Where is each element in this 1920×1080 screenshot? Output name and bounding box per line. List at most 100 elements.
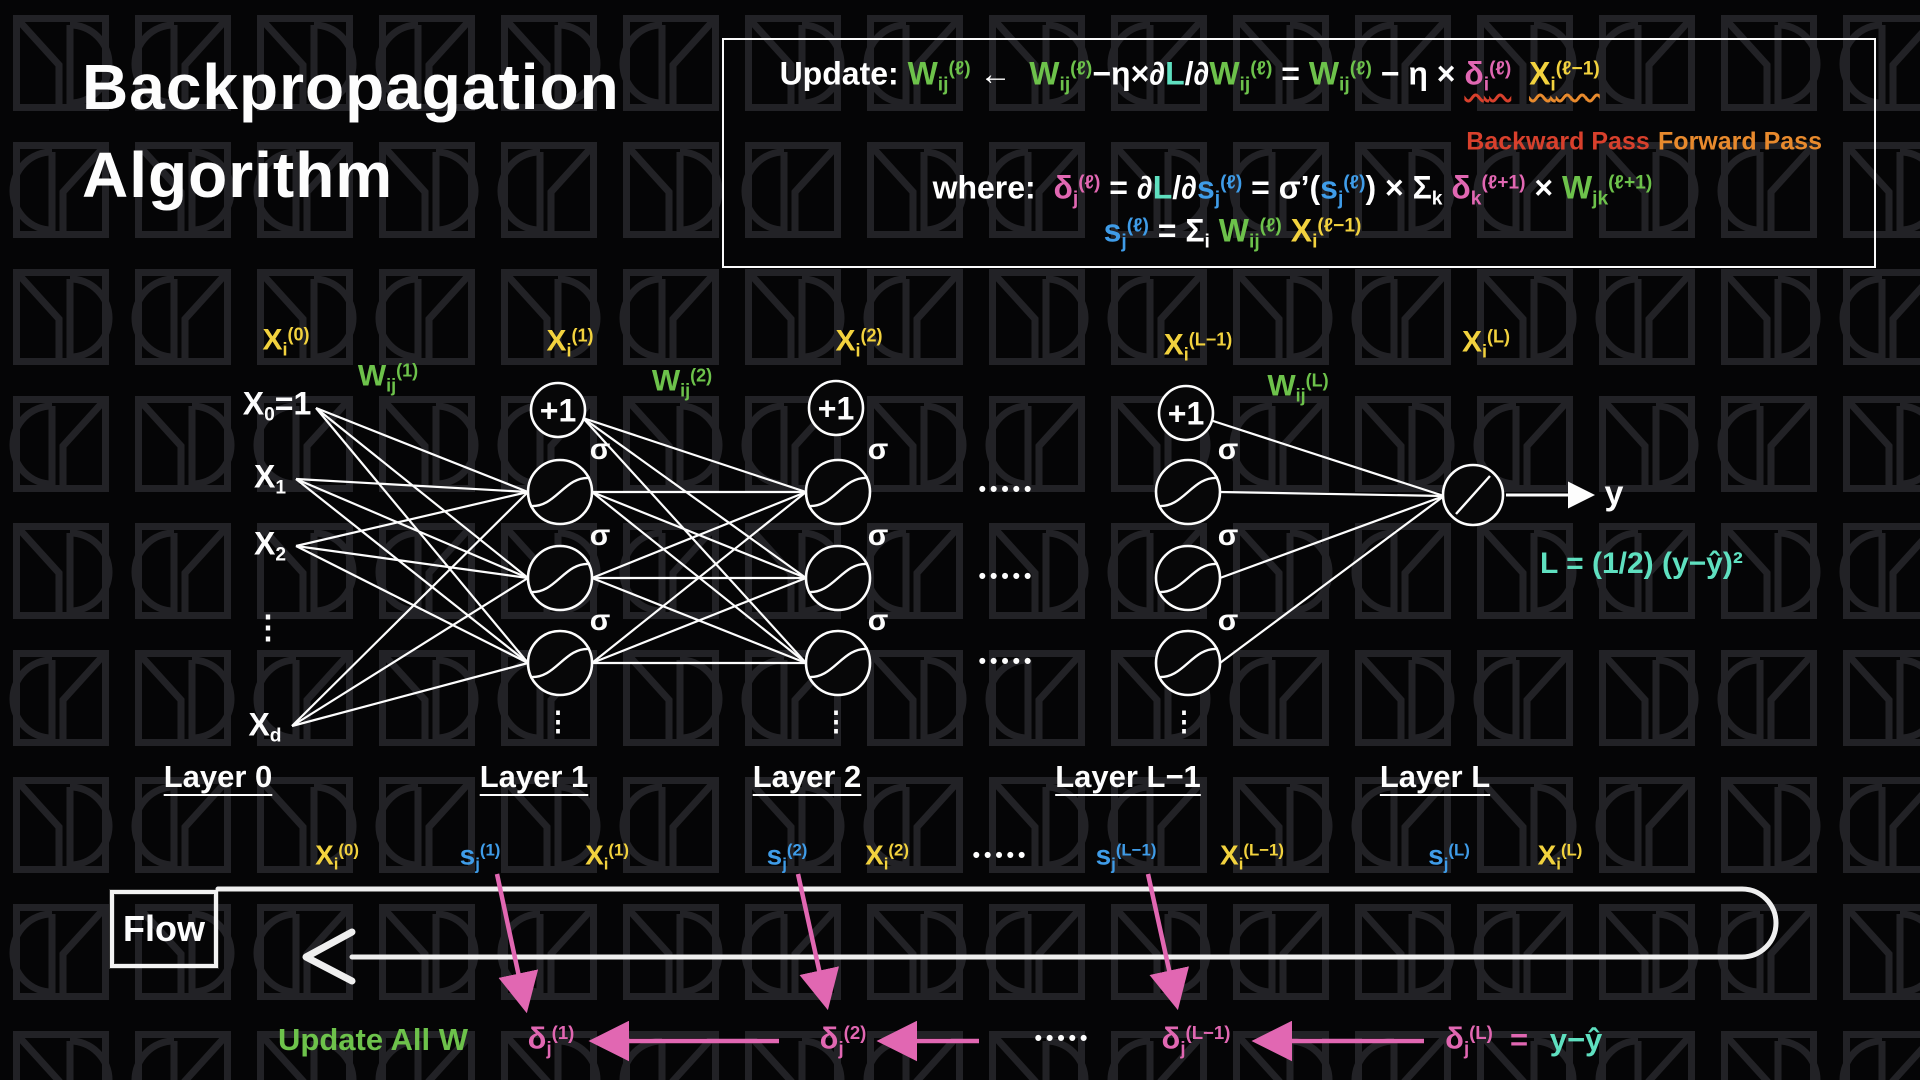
bias-node-label: +1	[1167, 395, 1205, 432]
math-token-x-underlined: Xi(ℓ−1)	[1529, 55, 1600, 96]
sigma-label: σ	[589, 519, 611, 552]
math-token: Xi(ℓ−1)	[1290, 212, 1362, 253]
weight-label-w2: Wij(2)	[651, 364, 713, 401]
activation-label-layerL1: Xi(L−1)	[1163, 328, 1233, 365]
hidden-layers-ellipsis: •••••	[978, 565, 1036, 588]
column-vdots: ⋮	[822, 706, 852, 737]
flow-box: Flow	[110, 890, 218, 968]
math-token: ) × Σk	[1365, 169, 1443, 210]
math-token: Update:	[779, 55, 908, 92]
math-token: where:	[932, 169, 1054, 206]
output-node	[1441, 463, 1595, 527]
flow-x0-label: Xi(0)	[315, 839, 359, 874]
input-xd: Xd	[248, 706, 282, 747]
column-vdots: ⋮	[1170, 706, 1200, 737]
flow-sL1-label: sj(L−1)	[1095, 839, 1157, 874]
layer-label-L: Layer L	[1379, 759, 1491, 794]
math-token: sj(ℓ)	[1103, 212, 1149, 253]
math-token: sj(ℓ)	[1320, 169, 1366, 210]
weight-label-w1: Wij(1)	[357, 359, 419, 396]
delta1-label: δj(1)	[527, 1020, 575, 1059]
math-token: − η ×	[1371, 55, 1465, 92]
deltaL1-label: δj(L−1)	[1161, 1020, 1231, 1059]
update-all-w-label: Update All W	[277, 1022, 469, 1057]
flow-xL-label: Xi(L)	[1537, 839, 1583, 874]
s-definition-formula: sj(ℓ) = Σi Wij(ℓ) Xi(ℓ−1)	[1068, 175, 1362, 290]
layer-label-1: Layer 1	[479, 759, 589, 794]
activation-label-layer2: Xi(2)	[835, 324, 883, 361]
activation-label-layerL: Xi(L)	[1461, 325, 1511, 362]
math-token: Wij(ℓ)	[1308, 55, 1372, 96]
input-x2: X2	[253, 525, 287, 566]
flow-sL-label: sj(L)	[1428, 839, 1470, 874]
flow-return-arrowhead	[302, 928, 356, 985]
flow-s2-label: sj(2)	[766, 839, 808, 874]
math-token-delta-underlined: δi(ℓ)	[1464, 55, 1512, 96]
hidden-layers-ellipsis: •••••	[978, 650, 1036, 673]
backprop-arrows	[494, 873, 1424, 1062]
column-vdots: ⋮	[544, 706, 574, 737]
input-x1: X1	[253, 458, 287, 499]
math-token: /∂	[1184, 55, 1210, 92]
hidden-layers-ellipsis: •••••	[978, 478, 1036, 501]
math-token: sj(ℓ)	[1196, 169, 1243, 210]
backward-pass-label: Backward Pass	[1466, 127, 1650, 156]
sigma-label: σ	[589, 433, 611, 466]
bias-nodes	[529, 379, 1215, 442]
math-token: Wij(ℓ)	[907, 55, 971, 96]
math-token: ←	[970, 55, 1030, 92]
sigma-label: σ	[867, 433, 889, 466]
loss-function-label: L = (1/2) (y−ŷ)²	[1540, 547, 1743, 580]
math-token	[1210, 212, 1219, 248]
delta-definition-formula: where: δj(ℓ) = ∂L/∂sj(ℓ) = σ’(sj(ℓ)) × Σ…	[897, 132, 1653, 247]
math-token: δk(ℓ+1)	[1451, 169, 1526, 210]
flow-xL1-label: Xi(L−1)	[1220, 839, 1284, 874]
bias-node-label: +1	[539, 392, 577, 429]
math-token: ×	[1525, 169, 1562, 206]
forward-pass-label: Forward Pass	[1658, 127, 1822, 156]
math-token: Wij(ℓ)	[1218, 212, 1282, 253]
sigma-label: σ	[1217, 604, 1239, 637]
activation-label-layer0: Xi(0)	[262, 323, 310, 360]
y-minus-yhat-label: y−ŷ	[1549, 1022, 1603, 1057]
deltaL-label: δj(L)	[1445, 1020, 1493, 1059]
input-x0: X0=1	[242, 385, 312, 426]
math-token: L	[1165, 55, 1185, 92]
math-token: = σ’(	[1242, 169, 1321, 206]
layer-label-L1: Layer L−1	[1055, 759, 1201, 794]
math-token: δj(ℓ)	[1053, 169, 1101, 210]
deltaL-equals: =	[1509, 1022, 1529, 1057]
page-title-line2: Algorithm	[82, 139, 394, 211]
math-token: Wij(ℓ)	[1029, 55, 1093, 96]
flow-s1-label: sj(1)	[459, 839, 501, 874]
flow-x1-label: Xi(1)	[585, 839, 629, 874]
flow-box-label: Flow	[123, 908, 205, 949]
sigma-label: σ	[1217, 433, 1239, 466]
math-token: =	[1272, 55, 1309, 92]
bias-node-label: +1	[817, 390, 855, 427]
math-token: Wjk(ℓ+1)	[1561, 169, 1653, 210]
math-token: −η×∂	[1092, 55, 1166, 92]
math-token: Wij(ℓ)	[1209, 55, 1273, 96]
edges-layerL1-output	[1209, 418, 1445, 664]
update-rule-formula: Update: Wij(ℓ) ← Wij(ℓ)−η×∂L/∂Wij(ℓ) = W…	[744, 18, 1600, 133]
sigmoid-curves	[529, 476, 1219, 679]
delta-row-ellipsis: •••••	[1034, 1027, 1092, 1050]
formula-box	[722, 38, 1876, 268]
math-token: = Σi	[1148, 212, 1210, 253]
weight-label-wL: Wij(L)	[1267, 369, 1329, 406]
output-label: y	[1604, 474, 1624, 513]
math-token: L	[1152, 169, 1173, 206]
math-token: = ∂	[1100, 169, 1153, 206]
edges-layer0-layer1	[291, 406, 529, 728]
flow-ellipsis: •••••	[972, 844, 1030, 867]
edges-layer1-layer2	[582, 416, 807, 665]
flow-band	[215, 886, 1779, 985]
layer-label-2: Layer 2	[752, 759, 862, 794]
sigma-label: σ	[867, 519, 889, 552]
math-token	[1511, 55, 1529, 91]
sigma-label: σ	[1217, 519, 1239, 552]
sigma-nodes	[526, 458, 1222, 697]
sigma-label: σ	[589, 604, 611, 637]
